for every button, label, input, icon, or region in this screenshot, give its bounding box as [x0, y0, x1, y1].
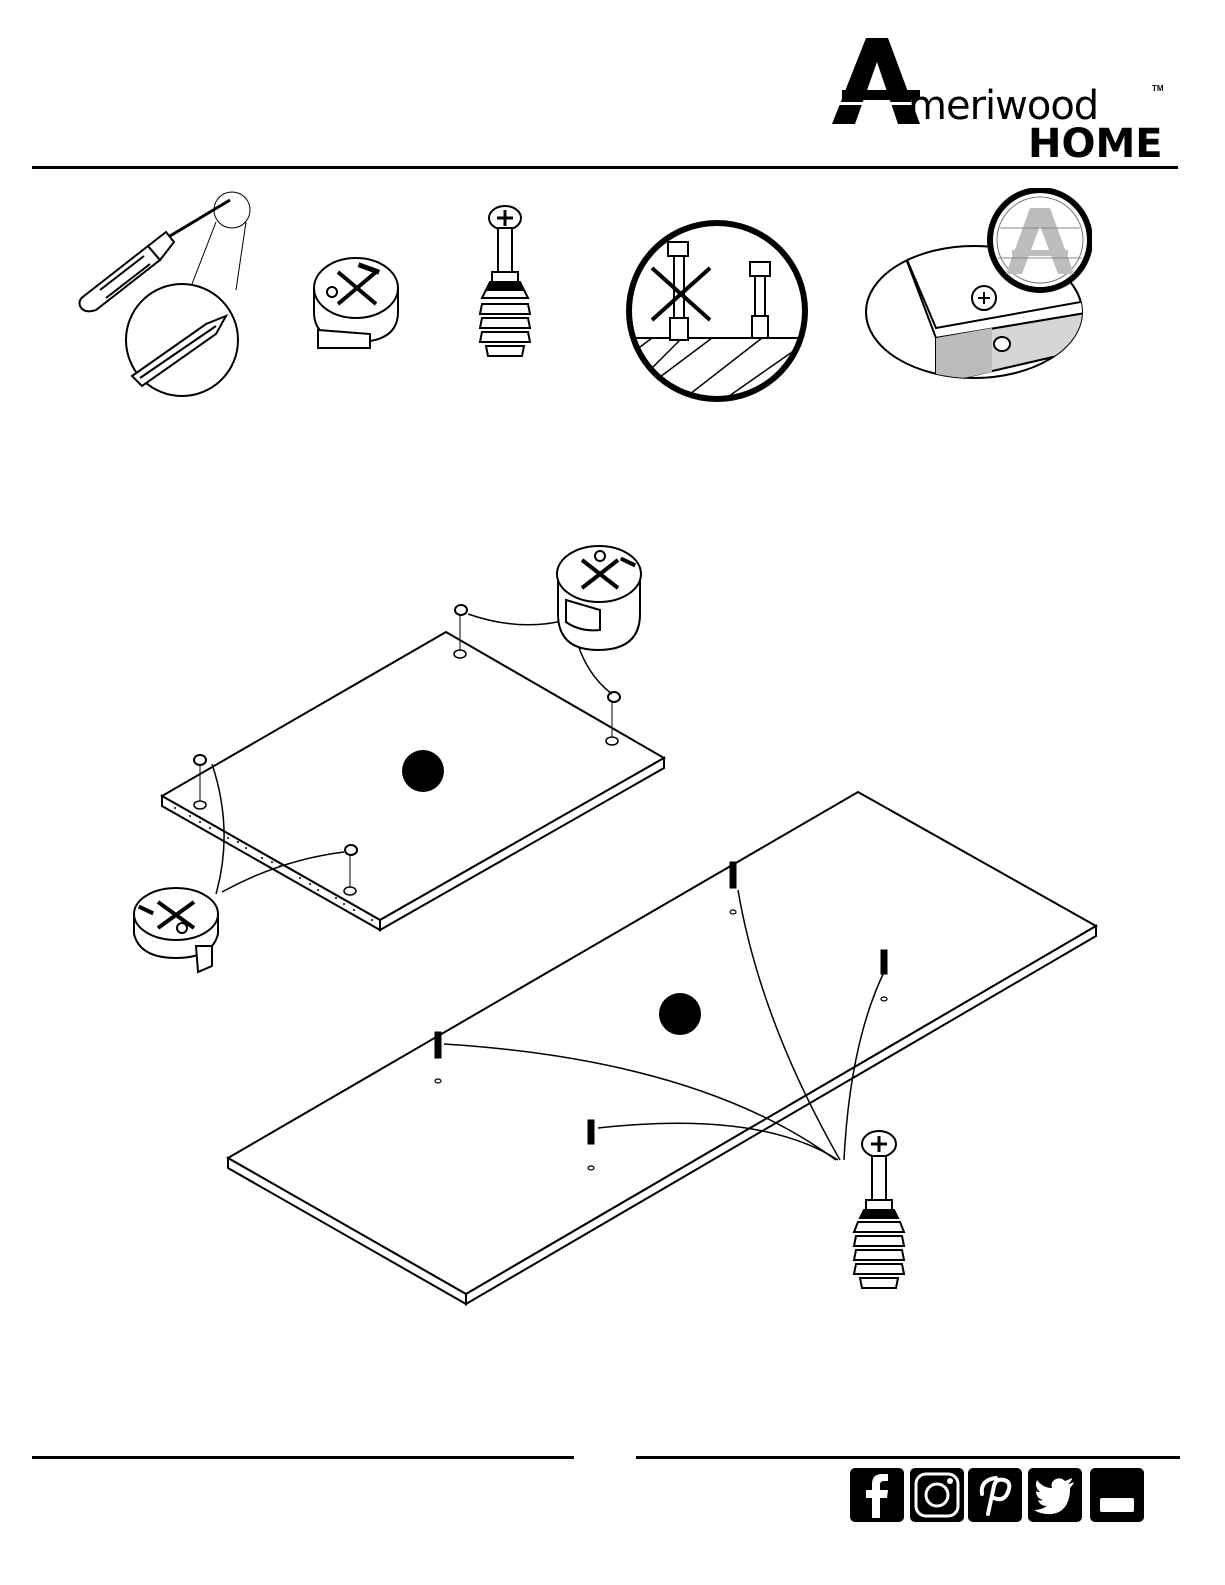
pinterest-icon[interactable]	[968, 1468, 1022, 1522]
phillips-screwdriver-icon	[70, 180, 260, 400]
panel-edge-hole-detail-icon	[862, 188, 1092, 384]
youtube-icon[interactable]	[1090, 1468, 1144, 1522]
panel-a	[162, 605, 664, 930]
instagram-icon[interactable]	[910, 1468, 964, 1522]
cam-lock-callout-top	[557, 546, 641, 650]
brand-trademark: TM	[1152, 84, 1164, 93]
panel-a-marker	[402, 750, 444, 792]
assembly-diagram	[0, 520, 1225, 1320]
facebook-icon[interactable]	[850, 1468, 904, 1522]
cam-lock-icon	[300, 250, 410, 360]
brand-wordmark: meriwood	[908, 86, 1098, 126]
cam-lock-callout-bottom	[134, 888, 218, 972]
cam-bolt-callout	[854, 1131, 904, 1288]
bolt-installation-warning-icon	[612, 218, 822, 404]
brand-home: HOME	[1028, 124, 1163, 164]
cam-bolt-icon	[470, 200, 540, 366]
footer-rule-right	[636, 1456, 1180, 1459]
footer-rule-left	[32, 1456, 574, 1459]
panel-b-marker	[659, 993, 701, 1035]
header-rule	[32, 166, 1178, 169]
twitter-icon[interactable]	[1028, 1468, 1082, 1522]
